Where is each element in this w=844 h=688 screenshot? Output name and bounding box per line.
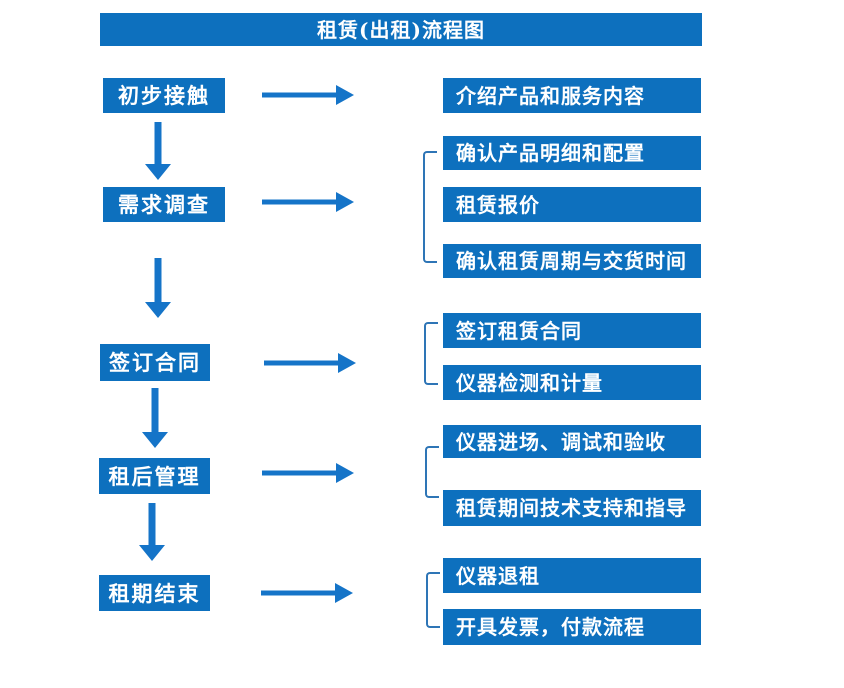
arrow-shaft: [264, 360, 339, 366]
flowchart-title: 租赁(出租)流程图: [100, 13, 702, 46]
arrow-shaft: [154, 258, 162, 302]
arrow-shaft: [151, 388, 159, 432]
bracket-connector: [424, 322, 438, 385]
detail-box-sign-rental-contract: 签订租赁合同: [443, 313, 701, 348]
detail-box-invoice-payment: 开具发票，付款流程: [443, 609, 701, 645]
right-arrow-icon: [262, 85, 354, 105]
arrow-shaft: [148, 503, 156, 545]
down-arrow-icon: [141, 388, 169, 448]
detail-box-intro-products-services: 介绍产品和服务内容: [443, 78, 701, 113]
detail-box-rental-quote: 租赁报价: [443, 187, 701, 222]
arrow-head: [145, 164, 171, 180]
detail-box-instrument-testing-metering: 仪器检测和计量: [443, 365, 701, 400]
arrow-head: [142, 432, 168, 448]
right-arrow-icon: [262, 463, 354, 483]
detail-box-confirm-rental-period-delivery: 确认租赁周期与交货时间: [443, 244, 701, 278]
right-arrow-icon: [264, 353, 356, 373]
bracket-connector: [423, 151, 437, 263]
arrow-shaft: [262, 199, 337, 205]
bracket-connector: [426, 572, 440, 628]
stage-box-initial-contact: 初步接触: [103, 78, 225, 113]
arrow-head: [145, 302, 171, 318]
right-arrow-icon: [261, 583, 353, 603]
detail-box-instrument-setup-acceptance: 仪器进场、调试和验收: [443, 425, 701, 458]
detail-box-instrument-return: 仪器退租: [443, 558, 701, 593]
bracket-connector: [425, 446, 439, 498]
arrow-shaft: [261, 590, 336, 596]
arrow-head: [335, 583, 353, 603]
down-arrow-icon: [144, 122, 172, 180]
detail-box-rental-tech-support: 租赁期间技术支持和指导: [443, 490, 701, 526]
arrow-head: [336, 85, 354, 105]
arrow-shaft: [154, 122, 162, 164]
stage-box-rental-end: 租期结束: [99, 575, 210, 611]
detail-box-confirm-product-details: 确认产品明细和配置: [443, 136, 701, 170]
arrow-head: [336, 192, 354, 212]
arrow-shaft: [262, 92, 337, 98]
arrow-head: [139, 545, 165, 561]
right-arrow-icon: [262, 192, 354, 212]
arrow-head: [336, 463, 354, 483]
down-arrow-icon: [138, 503, 166, 561]
arrow-head: [338, 353, 356, 373]
arrow-shaft: [262, 470, 337, 476]
stage-box-sign-contract: 签订合同: [100, 344, 210, 381]
stage-box-post-rental-management: 租后管理: [99, 458, 210, 494]
stage-box-demand-survey: 需求调查: [103, 187, 225, 222]
down-arrow-icon: [144, 258, 172, 318]
